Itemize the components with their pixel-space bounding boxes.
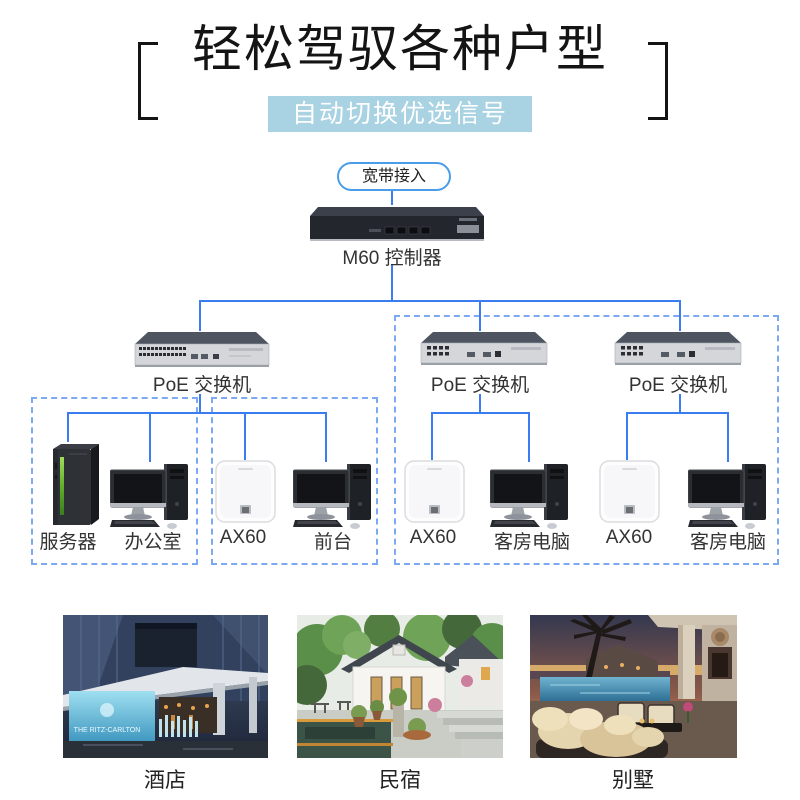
villa-photo bbox=[530, 615, 737, 758]
connector-line bbox=[479, 300, 481, 331]
connector-line bbox=[391, 189, 393, 205]
scene-label: 别墅 bbox=[612, 769, 654, 792]
endpoint-label: 客房电脑 bbox=[689, 532, 766, 553]
connector-line bbox=[626, 412, 729, 414]
switch-label: PoE 交换机 bbox=[430, 375, 530, 396]
connector-line bbox=[391, 264, 393, 301]
controller-label: M60 控制器 bbox=[342, 248, 442, 269]
wall-ap-image bbox=[599, 460, 660, 523]
scene-label: 酒店 bbox=[144, 769, 186, 792]
switch-label: PoE 交换机 bbox=[152, 375, 252, 396]
connector-line bbox=[67, 412, 69, 442]
connector-line bbox=[431, 412, 530, 414]
connector-line bbox=[199, 300, 201, 331]
desktop-computer-image bbox=[688, 464, 766, 529]
endpoint-label: 前台 bbox=[313, 532, 352, 553]
wan-access-pill: 宽带接入 bbox=[337, 162, 451, 191]
server-tower-image bbox=[53, 444, 99, 525]
connector-line bbox=[626, 412, 628, 460]
desktop-computer-image bbox=[110, 464, 188, 529]
connector-line bbox=[479, 394, 481, 413]
m60-controller-image bbox=[310, 207, 484, 241]
bracket-right-decoration bbox=[648, 42, 668, 120]
hotel-photo: THE RITZ-CARLTON bbox=[63, 615, 268, 758]
endpoint-label: 客房电脑 bbox=[493, 532, 570, 553]
subtitle-badge: 自动切换优选信号 bbox=[267, 96, 533, 132]
connector-line bbox=[67, 412, 327, 414]
connector-line bbox=[431, 412, 433, 460]
homestay-photo bbox=[297, 615, 503, 758]
zone-box-frontdesk bbox=[211, 397, 378, 565]
poe-switch-image bbox=[134, 332, 270, 367]
wall-ap-image bbox=[404, 460, 465, 523]
desktop-computer-image bbox=[293, 464, 371, 529]
endpoint-label: AX60 bbox=[219, 527, 267, 548]
bracket-left-decoration bbox=[138, 42, 158, 120]
poe-switch-image bbox=[420, 332, 548, 365]
connector-line bbox=[199, 394, 201, 413]
zone-box-guestrooms bbox=[394, 315, 779, 565]
poe-switch-image bbox=[614, 332, 742, 365]
connector-line bbox=[679, 300, 681, 331]
wall-ap-image bbox=[215, 460, 276, 523]
hotel-sign-text: THE RITZ-CARLTON bbox=[74, 727, 141, 734]
endpoint-label: 服务器 bbox=[39, 532, 97, 553]
connector-line bbox=[199, 300, 681, 302]
desktop-computer-image bbox=[490, 464, 568, 529]
scene-label: 民宿 bbox=[379, 769, 421, 792]
connector-line bbox=[325, 412, 327, 462]
switch-label: PoE 交换机 bbox=[628, 375, 728, 396]
page-title: 轻松驾驭各种户型 bbox=[192, 21, 608, 77]
zone-box-office bbox=[31, 397, 198, 565]
endpoint-label: 办公室 bbox=[124, 532, 182, 553]
connector-line bbox=[528, 412, 530, 462]
connector-line bbox=[679, 394, 681, 413]
endpoint-label: AX60 bbox=[605, 527, 653, 548]
connector-line bbox=[727, 412, 729, 462]
endpoint-label: AX60 bbox=[409, 527, 457, 548]
connector-line bbox=[149, 412, 151, 462]
connector-line bbox=[244, 412, 246, 460]
